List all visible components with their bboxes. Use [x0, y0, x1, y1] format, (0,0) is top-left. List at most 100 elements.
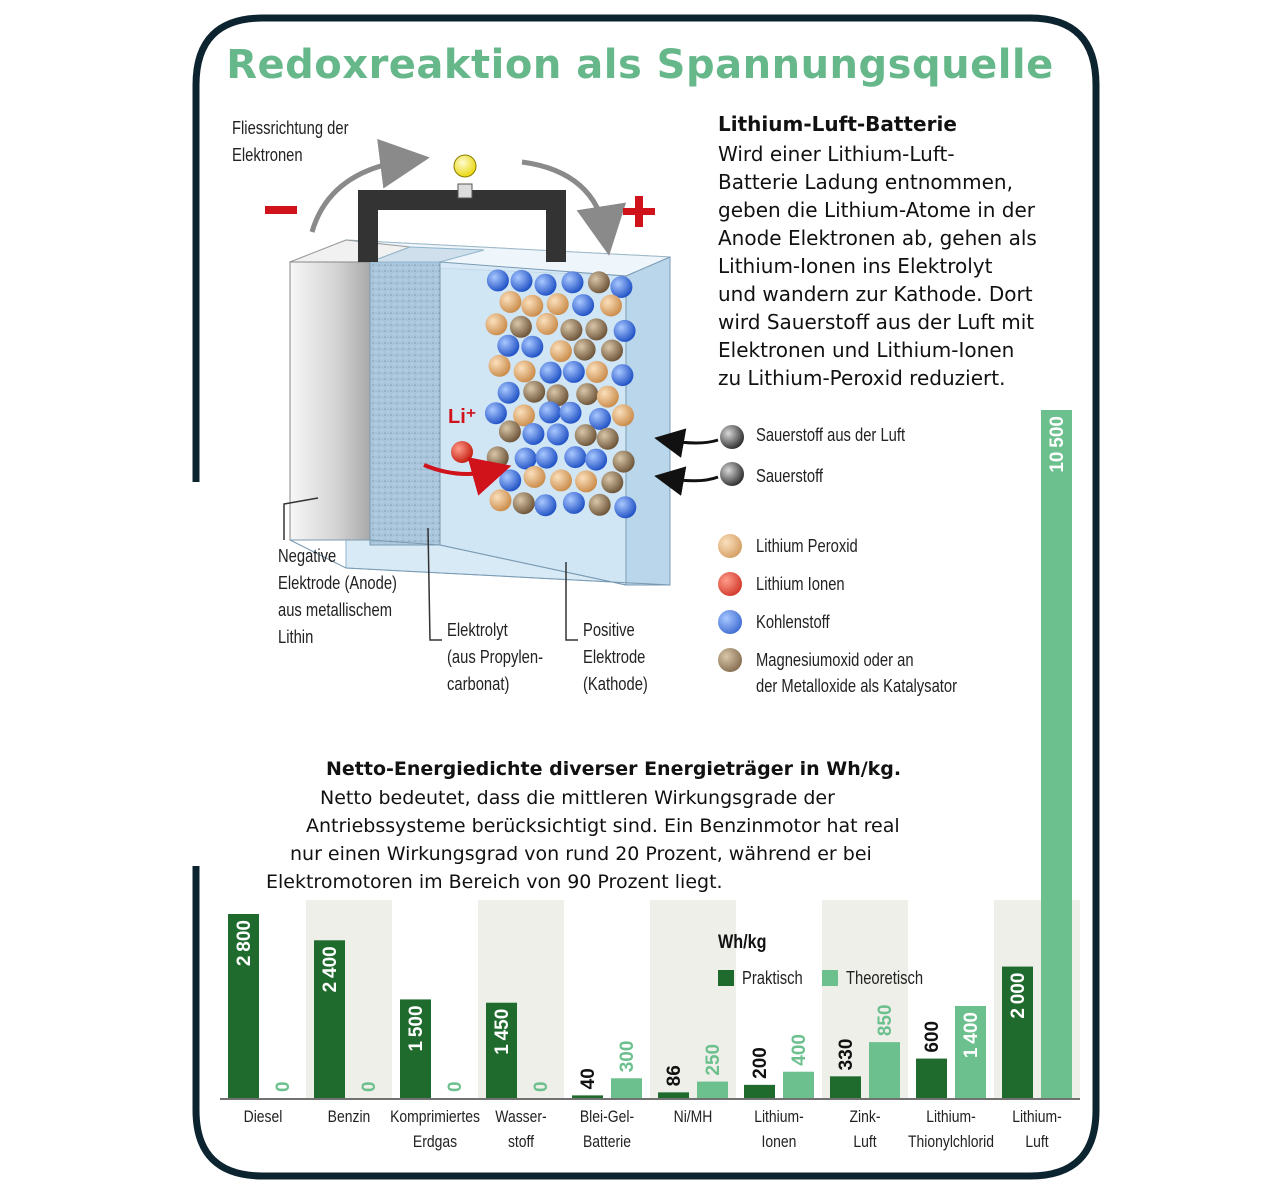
cathode-particle	[572, 294, 595, 317]
cathode-particle	[587, 271, 610, 294]
cathode-particle	[539, 361, 562, 384]
cathode-particle	[559, 401, 582, 424]
bar-value-label: 850	[875, 1004, 896, 1036]
legend-label-line-2: der Metalloxide als Katalysator	[756, 676, 958, 696]
legend-practical-label: Praktisch	[742, 968, 803, 988]
page-title: Redoxreaktion als Spannungsquelle	[226, 42, 1054, 88]
cathode-particle	[514, 447, 537, 470]
legend-label: Lithium Ionen	[756, 574, 845, 594]
cathode-particles	[484, 269, 637, 519]
cathode-particle	[523, 380, 546, 403]
cathode-particle	[497, 381, 520, 404]
category-label: Wasser-stoff	[476, 1104, 566, 1154]
kohlenstoff-swatch	[718, 610, 742, 634]
anode-front	[289, 261, 371, 541]
oxygen-air-label: Sauerstoff aus der Luft	[756, 425, 906, 445]
category-label-line: Batterie	[582, 1132, 632, 1151]
bar-theoretical	[869, 1042, 900, 1098]
legend-theoretical-swatch	[822, 970, 838, 986]
bar-value-label: 2 000	[1008, 973, 1029, 1019]
bar-value-label: 0	[359, 1081, 380, 1092]
cathode-callout-line-3: (Kathode)	[583, 674, 648, 694]
bar-value-label: 330	[836, 1039, 857, 1071]
bar-value-label: 2 400	[320, 946, 341, 992]
bar-theoretical	[611, 1078, 642, 1098]
category-label: Diesel	[218, 1104, 308, 1129]
bar-value-label: 1 400	[961, 1012, 982, 1058]
cathode-callout-line	[565, 562, 578, 641]
cathode-particle	[601, 471, 624, 494]
bar-value-label: 400	[789, 1034, 810, 1066]
cathode-particle	[499, 469, 522, 492]
frame-border	[192, 14, 1100, 1180]
bar-value-label: 0	[445, 1081, 466, 1092]
bar-value-label: 1 450	[492, 1009, 513, 1055]
lithium-ion-label: Li⁺	[448, 406, 477, 428]
cathode-particle	[600, 294, 622, 317]
cathode-particle	[585, 448, 608, 471]
info-line-2: Batterie Ladung entnommen,	[718, 170, 1013, 194]
info-line-9: zu Lithium-Peroxid reduziert.	[718, 366, 1006, 390]
chart-desc-line-3: nur einen Wirkungsgrad von rund 20 Proze…	[290, 843, 872, 865]
oxygen-arrow	[654, 466, 719, 496]
cathode-particle	[613, 319, 636, 342]
cathode-particle	[573, 338, 596, 361]
bar-value-label: 40	[578, 1068, 599, 1089]
cathode-particle	[562, 360, 585, 383]
category-label-line: Diesel	[243, 1107, 283, 1126]
cell-bottom-edge	[289, 539, 671, 586]
plus-sign	[623, 196, 655, 227]
bar-value-label: 10 500	[1047, 416, 1068, 473]
cathode-particle	[546, 423, 569, 446]
anode-callout-line-4: Lithin	[278, 627, 314, 647]
chart-heading: Netto-Energiedichte diverser Energieträg…	[326, 758, 902, 780]
cathode-particle	[523, 465, 546, 488]
bar-practical	[916, 1058, 947, 1098]
bar-value-label: 0	[531, 1081, 552, 1092]
cathode-particle	[536, 312, 559, 335]
lithium-peroxid-swatch	[718, 534, 742, 558]
oxygen-particle	[720, 462, 744, 486]
cathode-callout-line-1: Positive	[583, 620, 635, 640]
legend-label: Magnesiumoxid oder an	[756, 650, 914, 670]
cathode-particle	[585, 360, 608, 383]
category-label: Benzin	[304, 1104, 394, 1129]
cathode-particle	[521, 294, 544, 317]
cathode-particle	[534, 273, 557, 296]
light-bulb-icon	[453, 154, 477, 178]
cathode-particle	[596, 385, 619, 408]
bar-practical	[400, 999, 431, 1098]
category-label-line: Ionen	[761, 1132, 797, 1151]
katalysator-swatch	[718, 648, 742, 672]
category-label-line: Luft	[853, 1132, 877, 1151]
bar-value-label: 2 800	[234, 920, 255, 966]
cathode-particle	[489, 489, 512, 512]
legend-label: Lithium Peroxid	[756, 536, 858, 556]
cathode-particle	[612, 450, 635, 473]
chart-desc-line-2: Antriebssysteme berücksichtigt sind. Ein…	[306, 815, 900, 837]
cathode-particle	[497, 334, 520, 357]
cathode-particle	[535, 446, 558, 469]
oxygen-air-particle	[720, 425, 744, 449]
category-label-line: Lithium-	[1012, 1107, 1062, 1126]
category-label: Ni/MH	[648, 1104, 738, 1129]
info-line-6: und wandern zur Kathode. Dort	[718, 282, 1033, 306]
anode-callout-line-2: Elektrode (Anode)	[278, 573, 397, 593]
category-label: Blei-Gel- Batterie	[562, 1104, 652, 1154]
bar-theoretical	[955, 1006, 986, 1098]
lithium-ion-arrow	[423, 457, 512, 496]
category-label-line: Komprimiertes	[390, 1107, 480, 1126]
bar-theoretical	[697, 1081, 728, 1098]
category-label-line: Blei-Gel-	[579, 1107, 635, 1126]
cathode-particle	[499, 290, 522, 313]
oxygen-label: Sauerstoff	[756, 466, 824, 486]
external-connector	[358, 190, 566, 262]
category-band	[650, 900, 736, 1098]
cathode-particle	[509, 315, 532, 338]
bar-value-label: 200	[750, 1047, 771, 1079]
bar-value-label: 300	[617, 1041, 638, 1073]
info-line-8: Elektronen und Lithium-Ionen	[718, 338, 1015, 362]
bar-theoretical	[1041, 410, 1072, 1098]
